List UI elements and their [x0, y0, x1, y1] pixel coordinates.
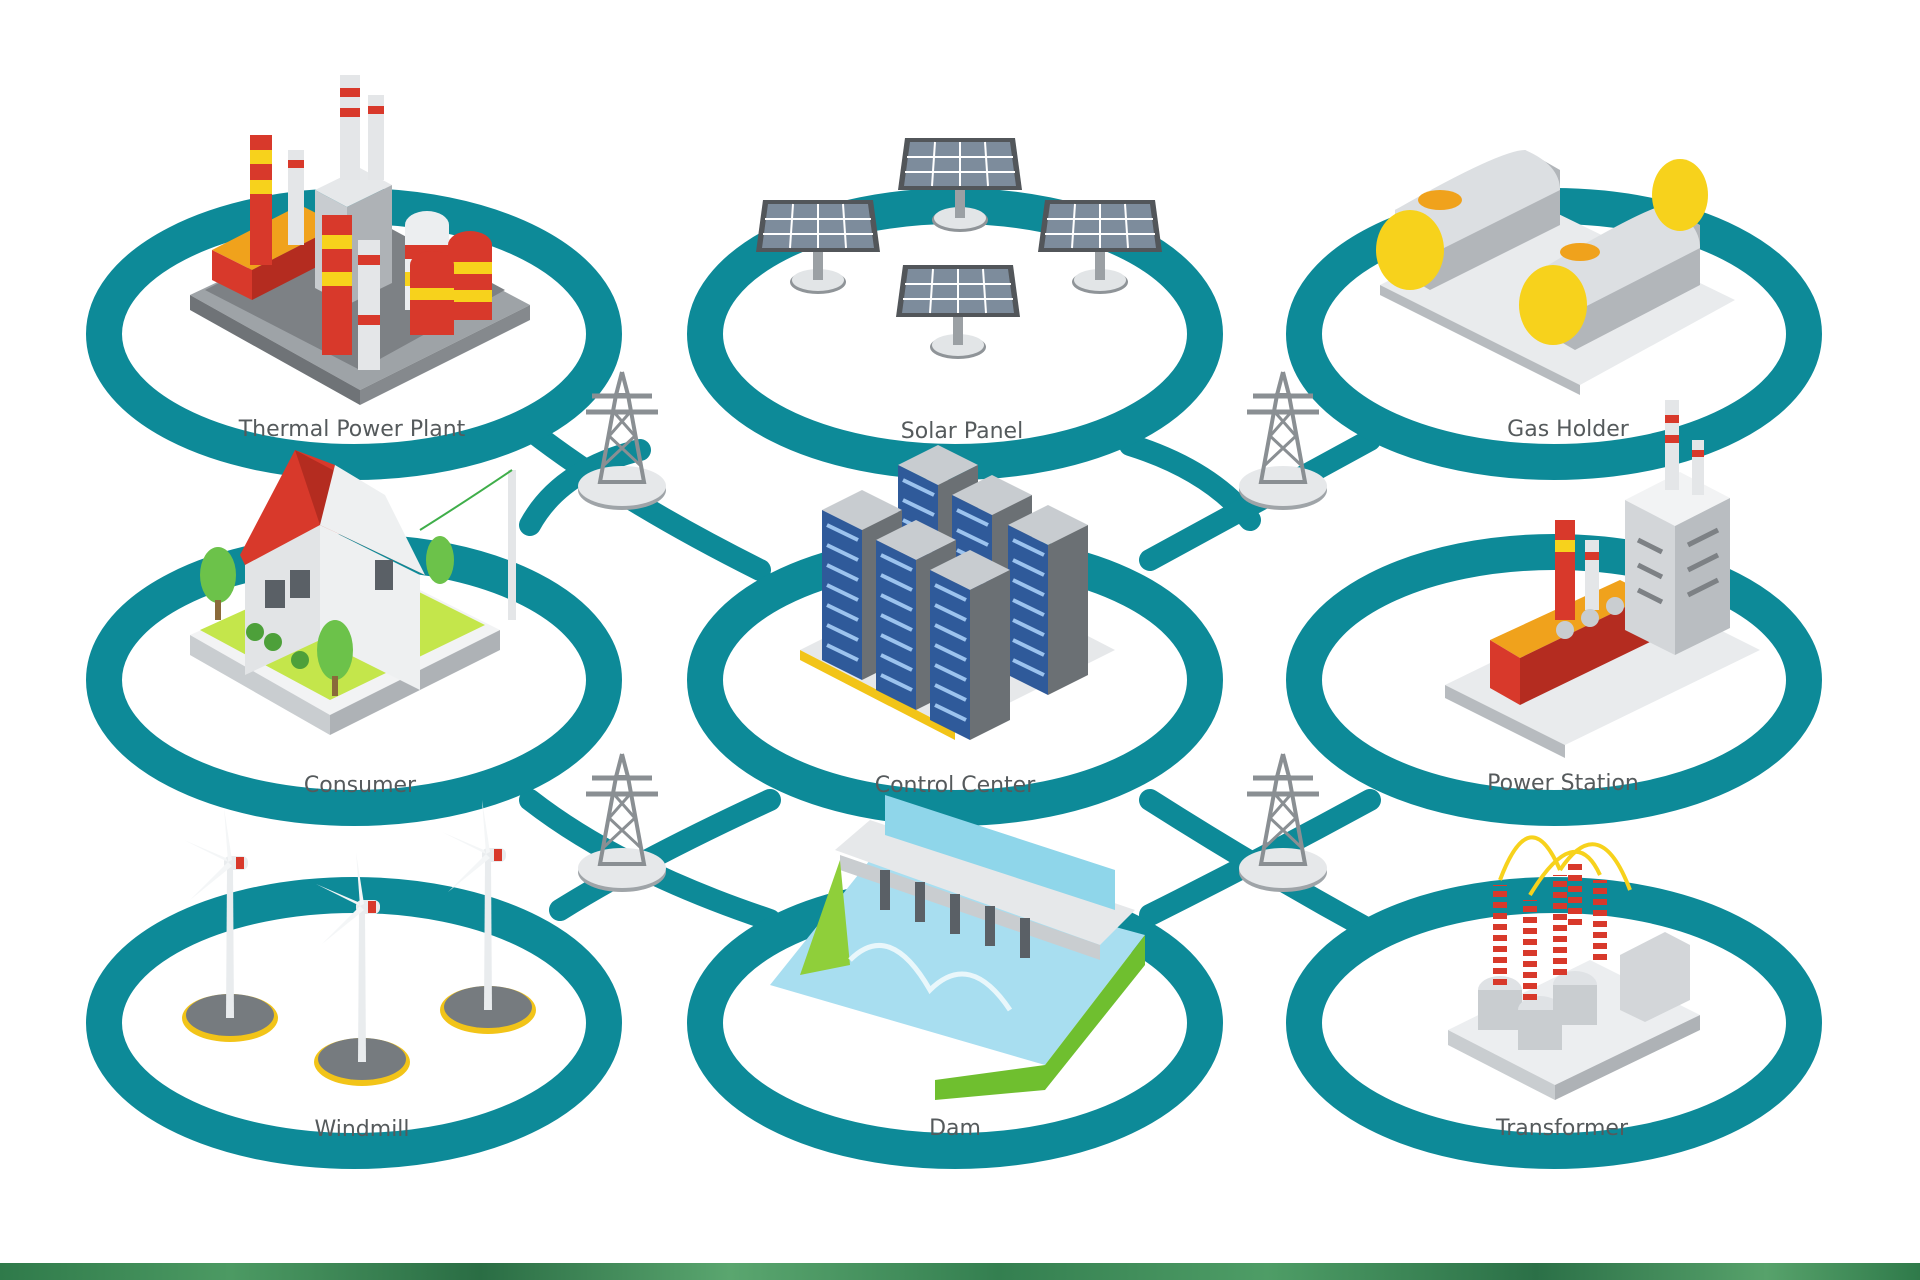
gas-label: Gas Holder — [1507, 417, 1630, 442]
foliage-strip — [0, 1263, 1920, 1280]
thermal-power-plant-icon — [190, 75, 530, 405]
windmill-ring — [86, 877, 622, 1169]
station-label: Power Station — [1487, 771, 1639, 796]
house-icon — [190, 450, 516, 735]
transformer-label: Transformer — [1495, 1116, 1629, 1141]
server-rack-icon — [800, 443, 1115, 742]
transmission-tower-icon — [578, 754, 666, 892]
dam-icon — [770, 795, 1145, 1100]
dam-label: Dam — [929, 1116, 981, 1141]
solar-label: Solar Panel — [901, 419, 1023, 444]
consumer-label: Consumer — [304, 773, 417, 798]
connection-solar-left — [519, 439, 651, 536]
transformer-icon — [1448, 835, 1700, 1100]
thermal-label: Thermal Power Plant — [238, 417, 466, 442]
windmill-label: Windmill — [314, 1117, 409, 1142]
power-station-icon — [1445, 400, 1760, 758]
gas-holder-icon — [1376, 150, 1735, 395]
control-label: Control Center — [875, 773, 1037, 798]
